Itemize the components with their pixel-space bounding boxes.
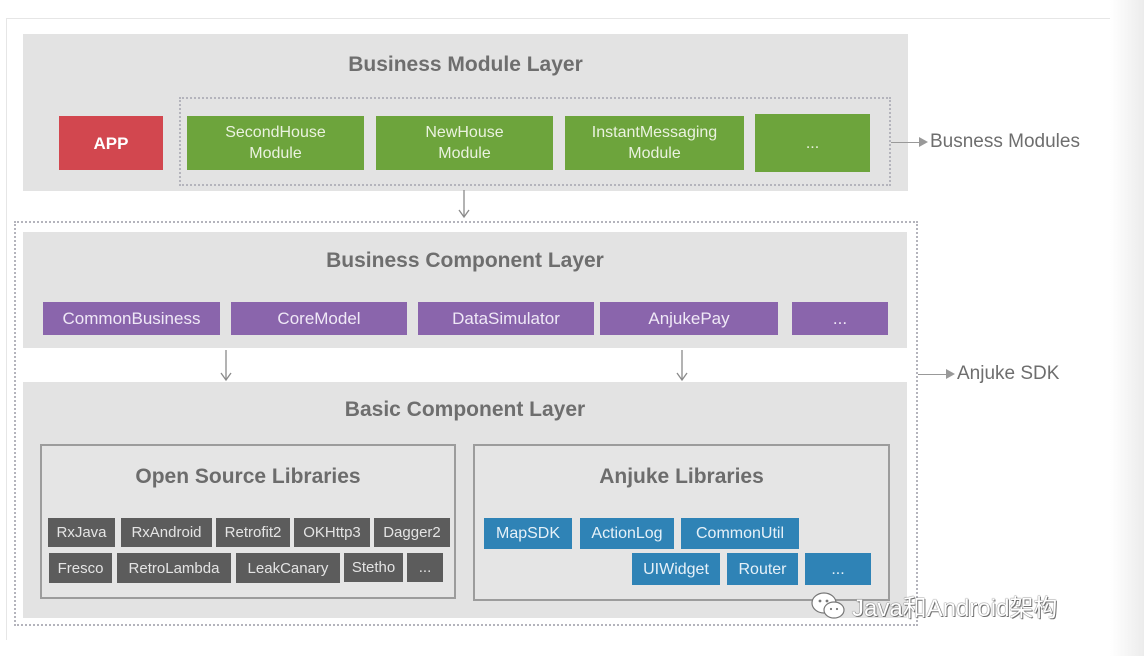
lib-leakcanary: LeakCanary [236, 553, 340, 583]
lib-actionlog: ActionLog [580, 518, 674, 549]
lib-label: MapSDK [495, 525, 561, 542]
lib-router: Router [727, 553, 798, 585]
anjuke-sdk-callout: Anjuke SDK [918, 363, 1059, 385]
component-commonbusiness: CommonBusiness [43, 302, 220, 335]
lib-label: RxAndroid [131, 524, 202, 541]
anjuke-sdk-callout-label: Anjuke SDK [957, 363, 1060, 384]
basic-component-layer-title: Basic Component Layer [344, 398, 586, 421]
lib-okhttp3: OKHttp3 [294, 518, 370, 547]
business-component-layer-title: Business Component Layer [326, 249, 604, 272]
lib-label: Fresco [57, 559, 104, 577]
lib-fresco: Fresco [49, 553, 112, 583]
lib-stetho: Stetho [344, 553, 403, 582]
lib-retrofit2: Retrofit2 [216, 518, 290, 547]
component-label: ... [832, 309, 848, 328]
app-box: APP [59, 116, 163, 170]
anjuke-sdk-group [14, 221, 918, 626]
component-datasimulator: DataSimulator [418, 302, 594, 335]
module-box-instantmessaging: InstantMessaging Module [565, 116, 744, 170]
lib-label: ... [831, 560, 845, 578]
anjuke-libraries-title: Anjuke Libraries [599, 465, 764, 488]
component-label: DataSimulator [452, 309, 560, 328]
app-label: APP [93, 133, 129, 153]
component-more: ... [792, 302, 888, 335]
module-label-line2: Module [438, 145, 491, 162]
lib-label: ... [418, 559, 432, 576]
lib-commonutil: CommonUtil [681, 518, 799, 549]
module-box-secondhouse: SecondHouse Module [187, 116, 364, 170]
lib-rxandroid: RxAndroid [121, 518, 212, 547]
component-anjukepay: AnjukePay [600, 302, 778, 335]
lib-label: RetroLambda [128, 559, 220, 577]
lib-label: Router [738, 560, 787, 578]
right-scroll-shade [1110, 0, 1144, 656]
lib-rxjava: RxJava [48, 518, 115, 547]
arrow-down-icon [220, 350, 232, 382]
module-label-line1: SecondHouse [225, 124, 326, 141]
lib-label: LeakCanary [247, 559, 329, 577]
module-box-newhouse: NewHouse Module [376, 116, 553, 170]
callout-line [891, 141, 919, 143]
watermark: Java和Android架构 [810, 588, 1057, 623]
lib-dagger2: Dagger2 [374, 518, 450, 547]
lib-label: Stetho [351, 559, 396, 576]
component-label: CommonBusiness [62, 309, 201, 328]
lib-label: Dagger2 [383, 524, 441, 541]
arrow-down-icon [676, 350, 688, 382]
lib-mapsdk: MapSDK [484, 518, 572, 549]
business-modules-callout-label: Busness Modules [930, 131, 1080, 152]
module-label-line2: Module [249, 145, 302, 162]
lib-label: ActionLog [591, 525, 663, 542]
lib-label: CommonUtil [695, 525, 784, 542]
lib-uiwidget: UIWidget [632, 553, 720, 585]
watermark-label: Java和Android架构 [852, 595, 1058, 622]
business-module-layer-title: Business Module Layer [348, 53, 583, 76]
module-box-more: ... [755, 114, 870, 172]
open-source-libraries-title: Open Source Libraries [135, 465, 361, 488]
callout-line [918, 373, 946, 375]
module-label-line1: NewHouse [425, 124, 504, 141]
component-label: AnjukePay [648, 309, 730, 328]
lib-label: RxJava [56, 524, 107, 541]
callout-arrowhead-icon [919, 137, 928, 147]
callout-arrowhead-icon [946, 369, 955, 379]
lib-label: OKHttp3 [303, 524, 361, 541]
lib-label: Retrofit2 [224, 524, 282, 541]
component-coremodel: CoreModel [231, 302, 407, 335]
lib-label: UIWidget [643, 560, 709, 578]
business-modules-group [179, 97, 891, 186]
business-modules-callout: Busness Modules [891, 131, 1080, 153]
component-label: CoreModel [277, 309, 361, 328]
lib-retrolambda: RetroLambda [117, 553, 231, 583]
lib-more: ... [407, 553, 443, 582]
module-label-line2: Module [628, 145, 681, 162]
page-frame [6, 18, 1114, 640]
arrow-down-icon [458, 190, 470, 219]
lib-more: ... [805, 553, 871, 585]
module-more-label: ... [805, 134, 820, 152]
wechat-icon [811, 591, 845, 619]
module-label-line1: InstantMessaging [591, 124, 718, 141]
